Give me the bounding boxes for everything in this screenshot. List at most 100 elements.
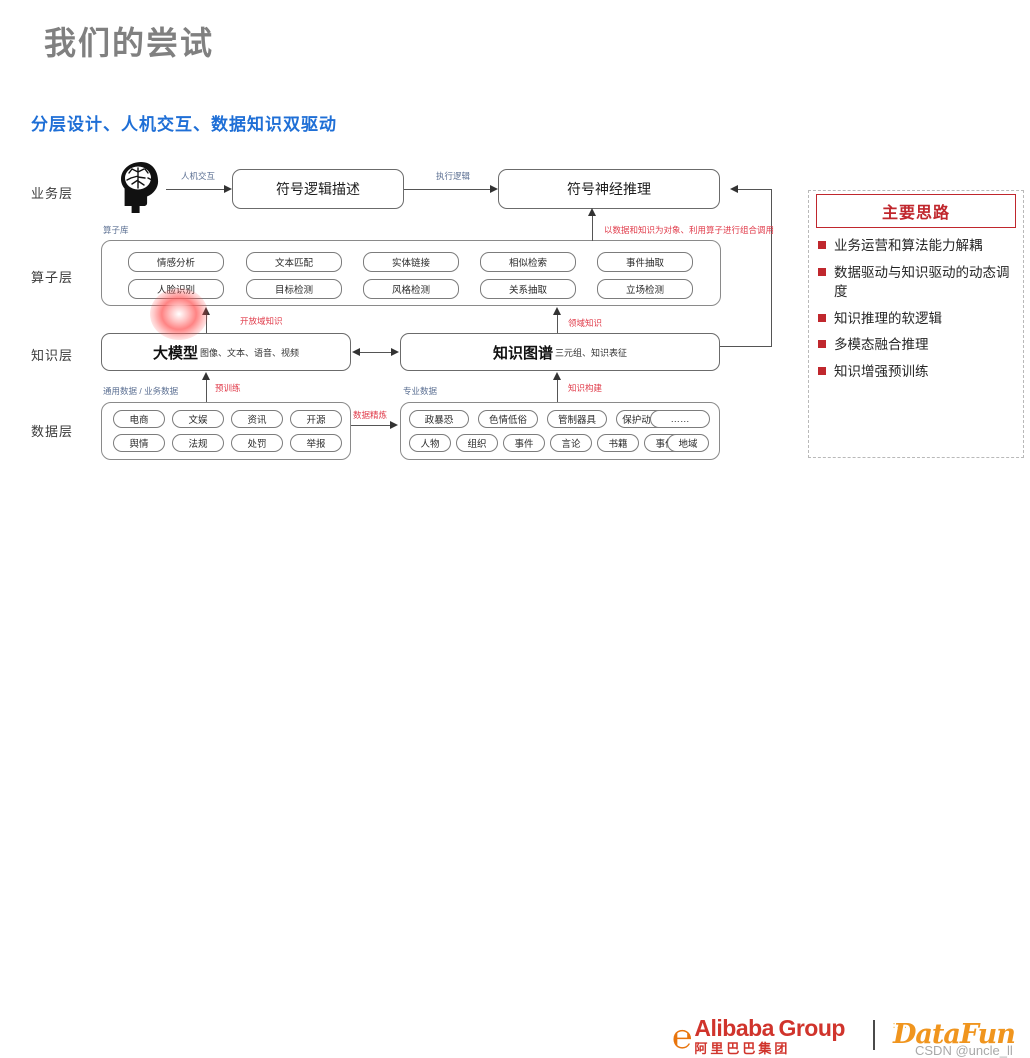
operator-feedback-note: 以数据和知识为对象、利用算子进行组合调用	[604, 225, 775, 235]
alibaba-group-en: Group	[778, 1015, 845, 1041]
operator-pill-label: 相似检索	[508, 258, 547, 269]
connector-operator-to-reasoning	[592, 214, 593, 241]
layer-label-operator: 算子层	[31, 270, 74, 285]
alibaba-wordmark: Alibaba Group 阿里巴巴集团	[694, 1017, 845, 1057]
connector-data-to-bigmodel	[206, 378, 207, 402]
footer: ℮ Alibaba Group 阿里巴巴集团 ∷∴ DataFun CSDN @…	[0, 505, 1030, 1058]
connector-kg-to-operator	[557, 313, 558, 333]
edge-label-kg-build: 知识构建	[568, 383, 603, 393]
key-idea-item: 知识增强预训练	[818, 362, 1016, 382]
data-pill[interactable]: ……	[650, 410, 710, 428]
feedback-top-segment	[738, 189, 772, 190]
data-pill[interactable]: 举报	[290, 434, 342, 452]
operator-pill-label: 立场检测	[625, 285, 664, 296]
key-ideas-list: 业务运营和算法能力解耦 数据驱动与知识驱动的动态调度 知识推理的软逻辑 多模态融…	[818, 236, 1016, 388]
data-pill[interactable]: 文娱	[172, 410, 224, 428]
footer-divider	[873, 1020, 875, 1050]
key-idea-text: 知识推理的软逻辑	[834, 310, 942, 326]
left-data-group-label: 通用数据 / 业务数据	[103, 386, 179, 396]
data-pill-label: 资讯	[247, 415, 267, 426]
operator-pill[interactable]: 关系抽取	[480, 279, 576, 299]
data-pill-label: 人物	[420, 439, 440, 450]
data-pill-label: 地域	[678, 439, 698, 450]
data-pill[interactable]: 言论	[550, 434, 592, 452]
data-pill-label: 法规	[188, 439, 208, 450]
key-idea-text: 多模态融合推理	[834, 337, 929, 353]
data-pill-label: ……	[670, 413, 690, 425]
key-ideas-panel	[808, 190, 1024, 458]
data-pill-label: 保护动植物	[622, 415, 670, 426]
data-pill-label: 举报	[306, 439, 326, 450]
arrowhead-brain-to-logic	[224, 185, 232, 193]
data-pill[interactable]: 地域	[667, 434, 709, 452]
key-idea-item: 多模态融合推理	[818, 335, 1016, 355]
slide-subtitle: 分层设计、人机交互、数据知识双驱动	[31, 115, 337, 134]
operator-pill[interactable]: 文本匹配	[246, 252, 342, 272]
connector-bigmodel-kg	[359, 352, 393, 353]
data-pill[interactable]: 事件	[503, 434, 545, 452]
operator-pill[interactable]: 风格检测	[363, 279, 459, 299]
operator-pill-label: 实体链接	[391, 258, 430, 269]
alibaba-logo: ℮ Alibaba Group 阿里巴巴集团	[672, 1017, 845, 1057]
neural-reasoning-box: 符号神经推理	[498, 169, 720, 209]
operator-pill[interactable]: 实体链接	[363, 252, 459, 272]
symbolic-logic-box: 符号逻辑描述	[232, 169, 404, 209]
data-pill[interactable]: 处罚	[231, 434, 283, 452]
right-data-group-label: 专业数据	[403, 386, 438, 396]
operator-pill-label: 事件抽取	[625, 258, 664, 269]
data-pill-label: 文娱	[188, 415, 208, 426]
feedback-bottom-segment	[720, 346, 772, 347]
connector-bigmodel-to-operator	[206, 313, 207, 333]
edge-label-domain-knowledge: 领域知识	[568, 318, 603, 328]
arrowhead-data-to-kg	[553, 372, 561, 380]
operator-pill[interactable]: 相似检索	[480, 252, 576, 272]
operator-pill[interactable]: 目标检测	[246, 279, 342, 299]
data-pill[interactable]: 书籍	[597, 434, 639, 452]
data-pill[interactable]: 开源	[290, 410, 342, 428]
data-pill[interactable]: 人物	[409, 434, 451, 452]
data-pill-label: 电商	[129, 415, 149, 426]
operator-pill-label: 目标检测	[274, 285, 313, 296]
operator-pill[interactable]: 立场检测	[597, 279, 693, 299]
data-pill[interactable]: 管制器具	[547, 410, 607, 428]
edge-label-execute-logic: 执行逻辑	[436, 171, 471, 181]
knowledge-graph-box: 知识图谱 三元组、知识表征	[400, 333, 720, 371]
arrowhead-bigmodel-to-kg	[391, 348, 399, 356]
alibaba-swirl-icon: ℮	[672, 1016, 693, 1057]
edge-label-open-domain: 开放域知识	[240, 316, 283, 326]
data-pill[interactable]: 舆情	[113, 434, 165, 452]
operator-pill-label: 人脸识别	[156, 285, 195, 296]
alibaba-name-en: Alibaba	[694, 1015, 774, 1041]
alibaba-name-cn: 阿里巴巴集团	[694, 1041, 791, 1056]
data-pill[interactable]: 色情低俗	[478, 410, 538, 428]
key-idea-item: 业务运营和算法能力解耦	[818, 236, 1016, 256]
symbolic-logic-label: 符号逻辑描述	[276, 181, 360, 197]
data-pill-label: 事件	[514, 439, 534, 450]
data-pill-label: 开源	[306, 415, 326, 426]
data-pill[interactable]: 政暴恐	[409, 410, 469, 428]
operator-pill[interactable]: 人脸识别	[128, 279, 224, 299]
watermark: CSDN @uncle_ll	[915, 1043, 1013, 1058]
data-pill[interactable]: 电商	[113, 410, 165, 428]
operator-group-label: 算子库	[103, 225, 129, 235]
data-pill-label: 处罚	[247, 439, 267, 450]
arrowhead-kg-to-operator	[553, 307, 561, 315]
operator-pill-label: 文本匹配	[274, 258, 313, 269]
big-model-title: 大模型	[152, 344, 198, 362]
bullet-square-icon	[818, 267, 826, 276]
arrowhead-feedback-to-reasoning	[730, 185, 738, 193]
neural-reasoning-label: 符号神经推理	[567, 181, 651, 197]
operator-pill-label: 情感分析	[156, 258, 195, 269]
connector-data-refine	[351, 425, 392, 426]
key-idea-item: 知识推理的软逻辑	[818, 309, 1016, 329]
data-pill[interactable]: 资讯	[231, 410, 283, 428]
edge-label-human-interaction: 人机交互	[181, 171, 216, 181]
data-pill[interactable]: 组织	[456, 434, 498, 452]
data-pill-label: 舆情	[129, 439, 149, 450]
arrowhead-kg-to-bigmodel	[352, 348, 360, 356]
operator-pill[interactable]: 事件抽取	[597, 252, 693, 272]
data-pill[interactable]: 法规	[172, 434, 224, 452]
slide-canvas: 我们的尝试 分层设计、人机交互、数据知识双驱动 业务层 算子层 知识层 数据层 …	[0, 25, 1030, 1058]
bullet-square-icon	[818, 241, 826, 249]
operator-pill[interactable]: 情感分析	[128, 252, 224, 272]
